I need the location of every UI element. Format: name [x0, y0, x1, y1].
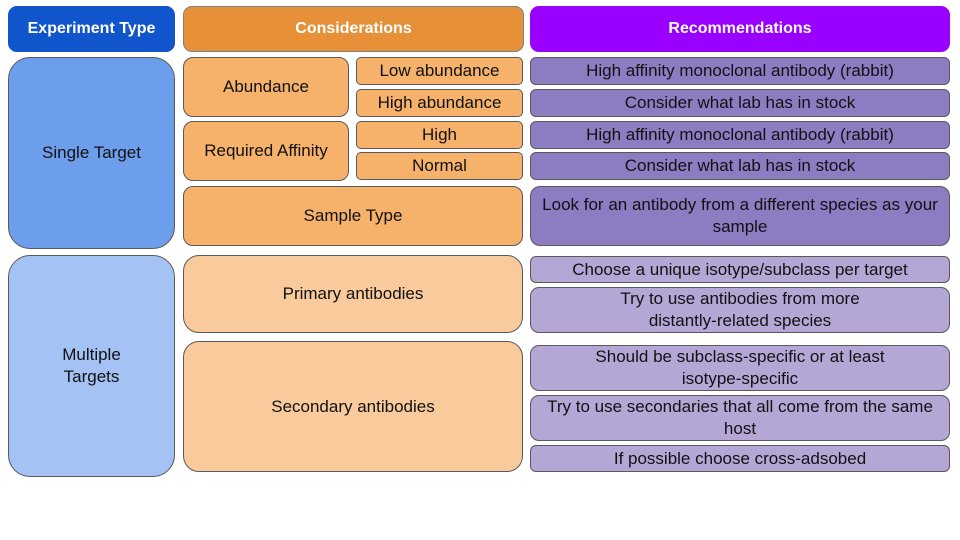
recommendation-distant-species: Try to use antibodies from more distantl…: [530, 287, 950, 333]
recommendation-normal-affinity: Consider what lab has in stock: [530, 152, 950, 180]
high-abundance-box: High abundance: [356, 89, 523, 117]
multiple-targets-box: Multiple Targets: [8, 255, 175, 477]
recommendation-text: Consider what lab has in stock: [624, 93, 856, 112]
recommendation-cross-adsorbed: If possible choose cross-adsobed: [530, 445, 950, 472]
experiment-type-header-label: Experiment Type: [27, 20, 156, 37]
recommendation-text: High affinity monoclonal antibody (rabbi…: [586, 125, 894, 144]
recommendation-text: Look for an antibody from a different sp…: [542, 195, 938, 236]
primary-antibodies-box: Primary antibodies: [183, 255, 523, 333]
recommendation-text: Try to use antibodies from more distantl…: [620, 289, 860, 330]
recommendations-header-label: Recommendations: [668, 20, 812, 37]
considerations-header-label: Considerations: [295, 20, 412, 37]
low-abundance-label: Low abundance: [379, 61, 500, 80]
abundance-box: Abundance: [183, 57, 349, 117]
recommendation-sample-type: Look for an antibody from a different sp…: [530, 186, 950, 246]
recommendation-unique-isotype: Choose a unique isotype/subclass per tar…: [530, 256, 950, 283]
normal-affinity-box: Normal: [356, 152, 523, 180]
sample-type-box: Sample Type: [183, 186, 523, 246]
recommendation-subclass-specific: Should be subclass-specific or at least …: [530, 345, 950, 391]
multiple-targets-label: Multiple Targets: [62, 345, 121, 386]
required-affinity-label: Required Affinity: [204, 141, 328, 160]
abundance-label: Abundance: [222, 77, 310, 96]
recommendation-text: Should be subclass-specific or at least …: [595, 347, 885, 388]
recommendation-text: If possible choose cross-adsobed: [613, 448, 867, 468]
recommendation-text: Consider what lab has in stock: [624, 156, 856, 175]
recommendations-header: Recommendations: [530, 6, 950, 52]
secondary-antibodies-label: Secondary antibodies: [271, 396, 435, 416]
recommendation-same-host: Try to use secondaries that all come fro…: [530, 395, 950, 441]
single-target-box: Single Target: [8, 57, 175, 249]
considerations-header: Considerations: [183, 6, 524, 52]
sample-type-label: Sample Type: [303, 206, 403, 225]
high-affinity-label: High: [422, 125, 457, 144]
high-affinity-box: High: [356, 121, 523, 149]
recommendation-text: Try to use secondaries that all come fro…: [547, 397, 933, 438]
experiment-type-header: Experiment Type: [8, 6, 175, 52]
recommendation-low-abundance: High affinity monoclonal antibody (rabbi…: [530, 57, 950, 85]
primary-antibodies-label: Primary antibodies: [282, 284, 424, 303]
normal-affinity-label: Normal: [412, 156, 467, 175]
single-target-label: Single Target: [42, 143, 141, 162]
secondary-antibodies-box: Secondary antibodies: [183, 341, 523, 472]
low-abundance-box: Low abundance: [356, 57, 523, 85]
recommendation-high-affinity: High affinity monoclonal antibody (rabbi…: [530, 121, 950, 149]
high-abundance-label: High abundance: [377, 93, 502, 112]
recommendation-text: Choose a unique isotype/subclass per tar…: [572, 259, 908, 279]
recommendation-high-abundance: Consider what lab has in stock: [530, 89, 950, 117]
required-affinity-box: Required Affinity: [183, 121, 349, 181]
recommendation-text: High affinity monoclonal antibody (rabbi…: [586, 61, 894, 80]
